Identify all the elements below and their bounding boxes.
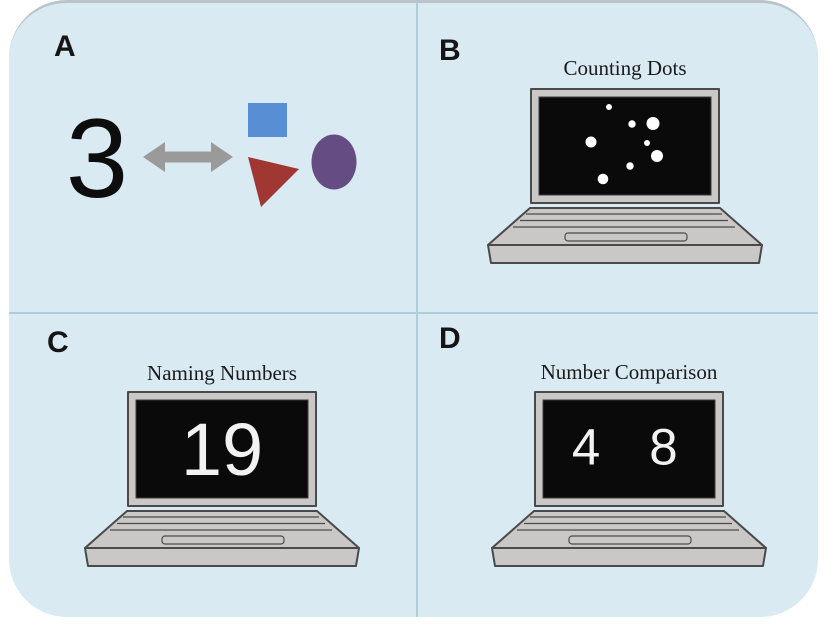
stimulus-dot (626, 162, 634, 170)
laptop-number-comparison: 4 8 (490, 391, 768, 569)
panel-b-label: B (439, 34, 461, 67)
laptop-touchpad (564, 232, 688, 242)
laptop-front-edge (84, 547, 360, 567)
screen-number-pair: 4 8 (543, 400, 715, 498)
stimulus-dot (585, 136, 597, 148)
laptop-graphic (84, 391, 360, 567)
panel-c-label: C (47, 326, 69, 359)
comparison-right-number: 8 (649, 418, 678, 476)
stimulus-dot (628, 120, 636, 128)
double-headed-arrow-icon (143, 142, 233, 172)
stimulus-dot (651, 150, 663, 162)
numeral-three: 3 (65, 95, 129, 221)
purple-ellipse-shape (311, 134, 357, 190)
laptop-graphic (491, 391, 767, 567)
stimulus-dot (597, 173, 609, 185)
number-symbol-mapping-graphic (143, 103, 357, 207)
laptop-screen (538, 96, 712, 196)
panel-a-label: A (54, 30, 76, 63)
dots-layer (585, 104, 663, 185)
vertical-divider (416, 3, 418, 617)
laptop-graphic (487, 88, 763, 264)
panel-d-label: D (439, 322, 461, 355)
laptop-touchpad (161, 535, 285, 545)
stimulus-dot (644, 140, 650, 146)
laptop-front-edge (491, 547, 767, 567)
laptop-touchpad (568, 535, 692, 545)
panel-d-title: Number Comparison (540, 360, 718, 384)
red-triangle-shape (248, 157, 299, 207)
blue-square-shape (248, 103, 287, 137)
comparison-left-number: 4 (571, 418, 601, 476)
panel-c-title: Naming Numbers (147, 361, 297, 385)
laptop-screen (542, 399, 716, 499)
horizontal-divider (9, 312, 818, 314)
laptop-counting-dots (486, 88, 764, 266)
laptop-screen (135, 399, 309, 499)
stimulus-dot (606, 104, 612, 110)
laptop-naming-numbers: 19 (83, 391, 361, 569)
screen-number: 19 (180, 407, 264, 491)
stimulus-dot (646, 117, 660, 130)
laptop-front-edge (487, 244, 763, 264)
panel-b-title: Counting Dots (563, 56, 687, 80)
